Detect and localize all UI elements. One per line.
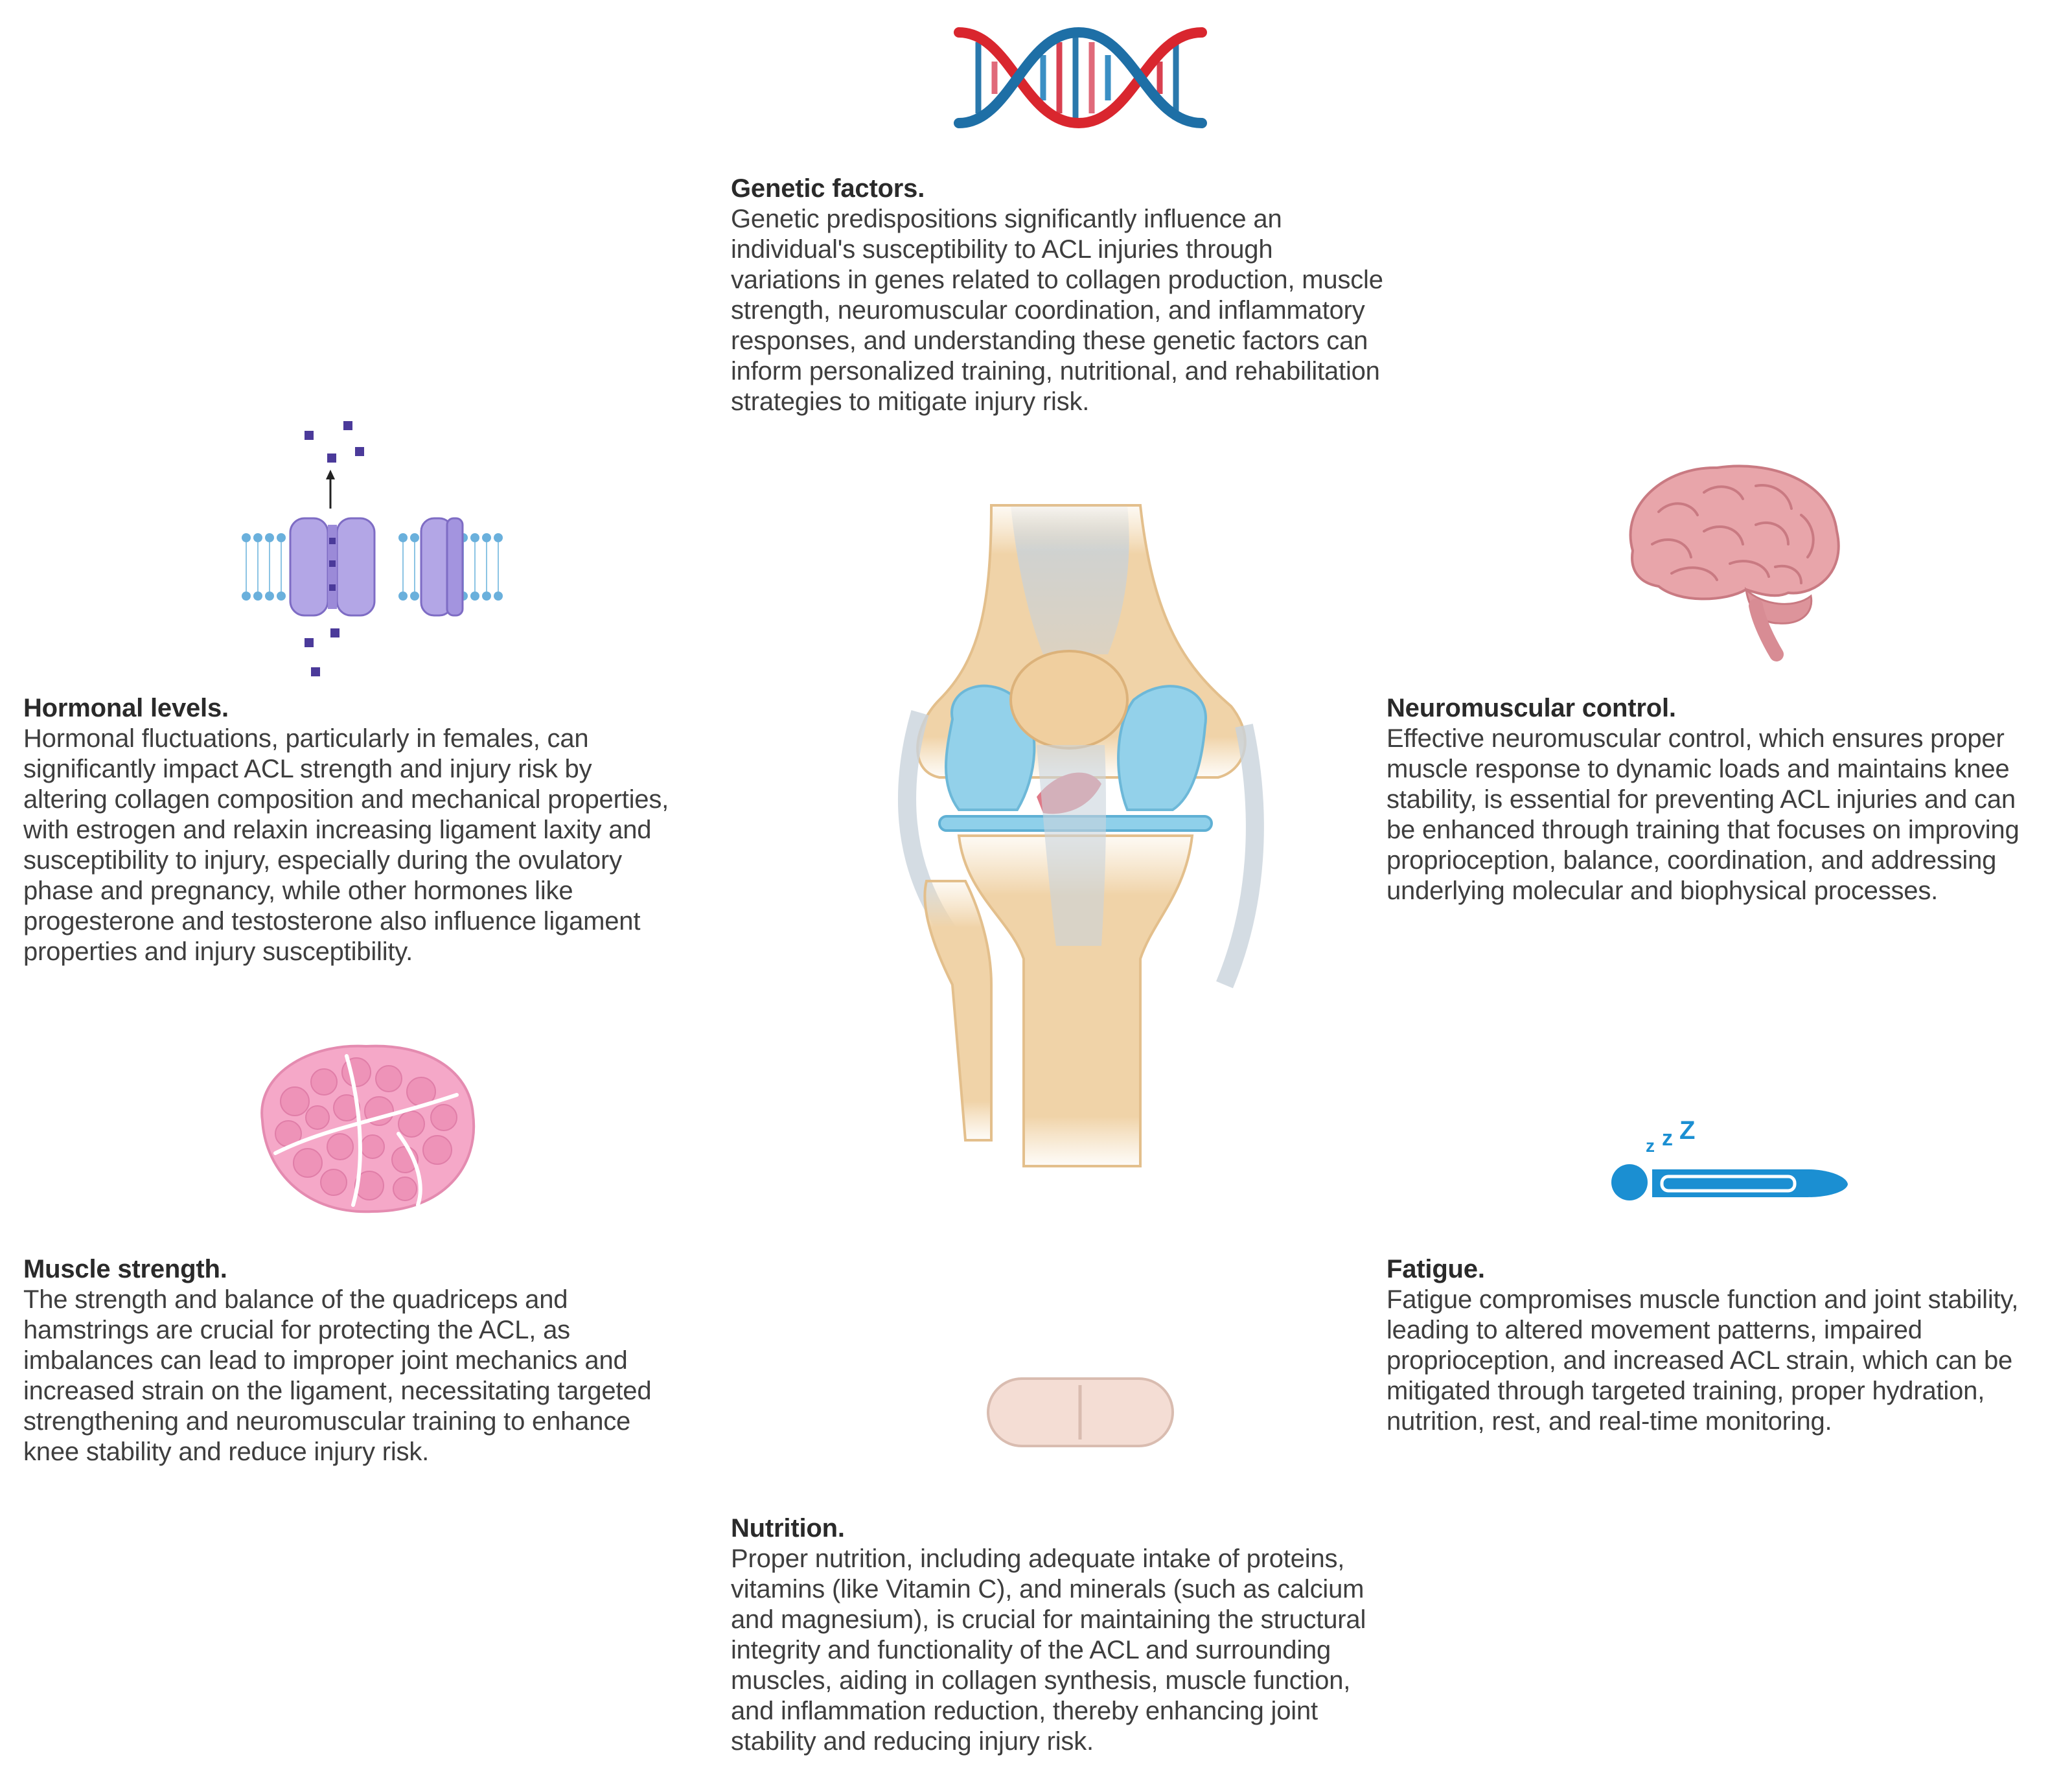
neuromuscular-control-title: Neuromuscular control.: [1387, 694, 1676, 722]
hormonal-levels-line: significantly impact ACL strength and in…: [23, 755, 592, 783]
hormonal-levels-line: altering collagen composition and mechan…: [23, 785, 669, 814]
hormonal-levels-line: susceptibility to injury, especially dur…: [23, 846, 622, 875]
genetic-factors-line: variations in genes related to collagen …: [731, 266, 1383, 294]
nutrition-block: Nutrition. Proper nutrition, including a…: [731, 1513, 1444, 1757]
pill-icon: [985, 1373, 1176, 1451]
muscle-strength-line: The strength and balance of the quadrice…: [23, 1285, 568, 1314]
neuromuscular-control-line: muscle response to dynamic loads and mai…: [1387, 755, 2010, 783]
sleeping-person-icon: z z Z: [1607, 1121, 1853, 1205]
hormonal-levels-line: Hormonal fluctuations, particularly in f…: [23, 724, 589, 753]
genetic-factors-line: strength, neuromuscular coordination, an…: [731, 296, 1365, 325]
neuromuscular-control-line: be enhanced through training that focuse…: [1387, 816, 2020, 844]
membrane-channel-icon: [233, 415, 512, 693]
nutrition-line: and magnesium), is crucial for maintaini…: [731, 1605, 1366, 1634]
fatigue-line: leading to altered movement patterns, im…: [1387, 1316, 1922, 1344]
hormonal-levels-line: with estrogen and relaxin increasing lig…: [23, 816, 652, 844]
knee-joint-illustration: [881, 492, 1270, 1179]
muscle-strength-line: imbalances can lead to improper joint me…: [23, 1346, 628, 1375]
genetic-factors-line: Genetic predispositions significantly in…: [731, 205, 1282, 233]
genetic-factors-line: responses, and understanding these genet…: [731, 327, 1368, 355]
hormonal-levels-line: properties and injury susceptibility.: [23, 937, 413, 966]
muscle-strength-line: strengthening and neuromuscular training…: [23, 1407, 631, 1436]
neuromuscular-control-line: Effective neuromuscular control, which e…: [1387, 724, 2005, 753]
neuromuscular-control-line: underlying molecular and biophysical pro…: [1387, 877, 1939, 905]
fatigue-title: Fatigue.: [1387, 1255, 1485, 1283]
muscle-strength-title: Muscle strength.: [23, 1255, 227, 1283]
fatigue-line: proprioception, and increased ACL strain…: [1387, 1346, 2013, 1375]
neuromuscular-control-line: proprioception, balance, coordination, a…: [1387, 846, 1997, 875]
nutrition-line: Proper nutrition, including adequate int…: [731, 1544, 1345, 1573]
fatigue-line: Fatigue compromises muscle function and …: [1387, 1285, 2019, 1314]
brain-icon: [1607, 453, 1853, 667]
svg-text:z: z: [1662, 1126, 1673, 1151]
nutrition-line: and inflammation reduction, thereby enha…: [731, 1697, 1318, 1725]
neuromuscular-control-line: stability, is essential for preventing A…: [1387, 785, 2016, 814]
svg-text:z: z: [1646, 1136, 1655, 1156]
muscle-tissue-icon: [249, 1030, 483, 1224]
nutrition-line: muscles, aiding in collagen synthesis, m…: [731, 1666, 1351, 1695]
hormonal-levels-title: Hormonal levels.: [23, 694, 229, 722]
muscle-strength-line: hamstrings are crucial for protecting th…: [23, 1316, 570, 1344]
genetic-factors-line: individual's susceptibility to ACL injur…: [731, 235, 1273, 264]
genetic-factors-block: Genetic factors. Genetic predispositions…: [731, 174, 1476, 417]
nutrition-line: stability and reducing injury risk.: [731, 1727, 1094, 1756]
muscle-strength-line: knee stability and reduce injury risk.: [23, 1438, 430, 1466]
svg-text:Z: Z: [1679, 1121, 1695, 1145]
muscle-strength-line: increased strain on the ligament, necess…: [23, 1377, 652, 1405]
neuromuscular-control-block: Neuromuscular control. Effective neuromu…: [1387, 693, 2067, 906]
fatigue-line: mitigated through targeted training, pro…: [1387, 1377, 1985, 1405]
genetic-factors-line: inform personalized training, nutritiona…: [731, 357, 1380, 385]
genetic-factors-line: strategies to mitigate injury risk.: [731, 387, 1090, 416]
nutrition-line: vitamins (like Vitamin C), and minerals …: [731, 1575, 1364, 1603]
genetic-factors-title: Genetic factors.: [731, 174, 925, 203]
muscle-strength-block: Muscle strength. The strength and balanc…: [23, 1254, 736, 1467]
dna-helix-icon: [952, 16, 1208, 139]
fatigue-line: nutrition, rest, and real-time monitorin…: [1387, 1407, 1832, 1436]
fatigue-block: Fatigue. Fatigue compromises muscle func…: [1387, 1254, 2067, 1437]
nutrition-title: Nutrition.: [731, 1514, 845, 1543]
nutrition-line: integrity and functionality of the ACL a…: [731, 1636, 1331, 1664]
hormonal-levels-block: Hormonal levels. Hormonal fluctuations, …: [23, 693, 768, 967]
hormonal-levels-line: phase and pregnancy, while other hormone…: [23, 877, 573, 905]
hormonal-levels-line: progesterone and testosterone also influ…: [23, 907, 641, 935]
